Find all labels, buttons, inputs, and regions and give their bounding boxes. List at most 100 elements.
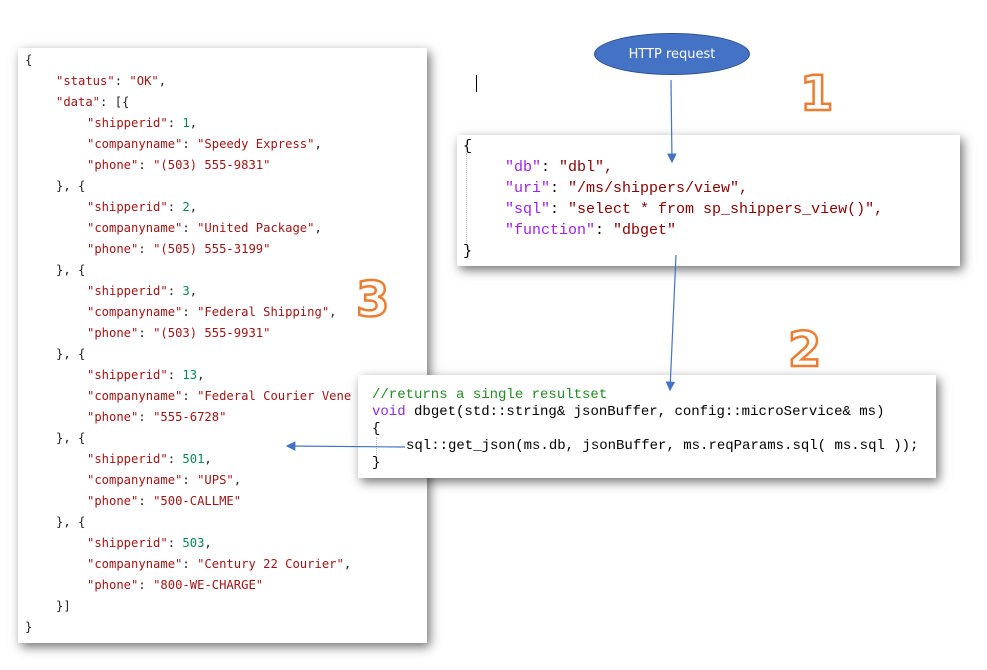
config-entry: "function": "dbget" — [505, 222, 676, 239]
brace-close: } — [372, 455, 381, 471]
object-separator: }, { — [56, 179, 85, 193]
shipperid-value: 3 — [182, 284, 190, 298]
brace: { — [25, 53, 33, 67]
companyname-line: "companyname": "Speedy Express", — [87, 137, 322, 151]
config-key: "db" — [505, 159, 542, 176]
colon: : — [182, 473, 198, 487]
companyname-line: "companyname": "UPS", — [87, 473, 241, 487]
bracket: : [{ — [100, 95, 130, 109]
dbget-function-panel: //returns a single resultset void dbget(… — [358, 375, 936, 478]
separator: }, { — [56, 263, 86, 277]
phone-key: "phone" — [87, 158, 139, 172]
companyname-key: "companyname" — [87, 389, 183, 403]
companyname-key: "companyname" — [87, 221, 183, 235]
separator: }, { — [56, 515, 86, 529]
config-entry: "sql": "select * from sp_shippers_view()… — [505, 201, 883, 218]
comma: , — [314, 221, 322, 235]
colon: : — [167, 452, 183, 466]
phone-key: "phone" — [87, 494, 139, 508]
companyname-key: "companyname" — [87, 137, 183, 151]
shipperid-line: "shipperid": 503, — [87, 536, 212, 550]
arrow-config-to-function — [665, 254, 677, 392]
shipperid-value: 1 — [182, 116, 190, 130]
comma: , — [197, 368, 205, 382]
status-line: "status": "OK", — [56, 74, 166, 88]
companyname-key: "companyname" — [87, 473, 183, 487]
colon: : — [550, 180, 569, 197]
text-cursor — [476, 75, 477, 92]
json-response-panel: { "status": "OK", "data": [{ "shipperid": 1… — [18, 48, 427, 643]
shipperid-key: "shipperid" — [87, 284, 168, 298]
colon: : — [167, 116, 183, 130]
separator: }, { — [56, 431, 86, 445]
colon: : — [182, 305, 198, 319]
companyname-line: "companyname": "Federal Shipping", — [87, 305, 337, 319]
array-close: }] — [56, 599, 71, 613]
config-key: "sql" — [505, 201, 551, 218]
data-key: "data" — [56, 95, 101, 109]
config-value: "/ms/shippers/view", — [568, 180, 749, 197]
config-entry: "db": "dbl", — [505, 159, 613, 176]
signature-text: dbget(std::string& jsonBuffer, config::m… — [405, 404, 885, 420]
companyname-line: "companyname": "Federal Courier Vene — [87, 389, 351, 403]
companyname-value: "UPS" — [197, 473, 234, 487]
colon: : — [138, 242, 154, 256]
step-number-1: 1 — [799, 65, 835, 124]
colon: : — [550, 201, 569, 218]
colon: : — [138, 326, 154, 340]
http-request-label: HTTP request — [628, 46, 716, 62]
colon: : — [595, 222, 614, 239]
step-number-2: 2 — [787, 321, 823, 380]
phone-value: "(503) 555-9931" — [153, 326, 271, 340]
shipperid-key: "shipperid" — [87, 116, 168, 130]
separator: }, { — [56, 347, 86, 361]
comma: , — [158, 74, 167, 88]
void-keyword: void — [372, 404, 406, 420]
companyname-value: "Century 22 Courier" — [197, 557, 344, 571]
comma: , — [204, 452, 212, 466]
object-separator: }, { — [56, 515, 85, 529]
companyname-key: "companyname" — [87, 305, 183, 319]
comma: , — [233, 473, 242, 487]
companyname-line: "companyname": "United Package", — [87, 221, 322, 235]
step-number-3: 3 — [355, 271, 391, 330]
colon: : — [138, 494, 154, 508]
phone-key: "phone" — [87, 242, 139, 256]
brace-close: } — [463, 243, 473, 260]
companyname-value: "Federal Shipping" — [197, 305, 330, 319]
colon: : — [167, 368, 183, 382]
companyname-value: "Federal Courier Vene — [197, 389, 352, 403]
brace: } — [25, 620, 33, 634]
shipperid-line: "shipperid": 501, — [87, 452, 212, 466]
colon: : — [167, 200, 183, 214]
array-close: }] — [56, 599, 71, 613]
comma: , — [204, 536, 212, 550]
function-body: sql::get_json(ms.db, jsonBuffer, ms.reqP… — [406, 438, 919, 454]
colon: : — [182, 137, 198, 151]
colon: : — [138, 410, 154, 424]
colon: : — [182, 557, 198, 571]
config-entry: "uri": "/ms/shippers/view", — [505, 180, 748, 197]
shipperid-value: 503 — [182, 536, 205, 550]
phone-key: "phone" — [87, 326, 139, 340]
phone-line: "phone": "(505) 555-3199" — [87, 242, 270, 256]
config-value: "dbl", — [559, 159, 614, 176]
config-value: "select * from sp_shippers_view()", — [568, 201, 884, 218]
phone-line: "phone": "(503) 555-9831" — [87, 158, 270, 172]
comma: , — [189, 284, 198, 298]
comma: , — [343, 557, 352, 571]
brace-open: { — [463, 138, 473, 155]
status-value: "OK" — [129, 74, 159, 88]
companyname-line: "companyname": "Century 22 Courier", — [87, 557, 351, 571]
colon: : — [167, 536, 183, 550]
colon: : — [138, 158, 154, 172]
phone-value: "(505) 555-3199" — [153, 242, 271, 256]
config-key: "uri" — [505, 180, 551, 197]
phone-line: "phone": "555-6728" — [87, 410, 226, 424]
comma: , — [189, 116, 198, 130]
companyname-value: "United Package" — [197, 221, 315, 235]
colon: : — [541, 159, 560, 176]
comma: , — [329, 305, 337, 319]
config-value: "dbget" — [613, 222, 677, 239]
request-config-panel: { "db": "dbl", "uri": "/ms/shippers/view"… — [457, 135, 960, 266]
